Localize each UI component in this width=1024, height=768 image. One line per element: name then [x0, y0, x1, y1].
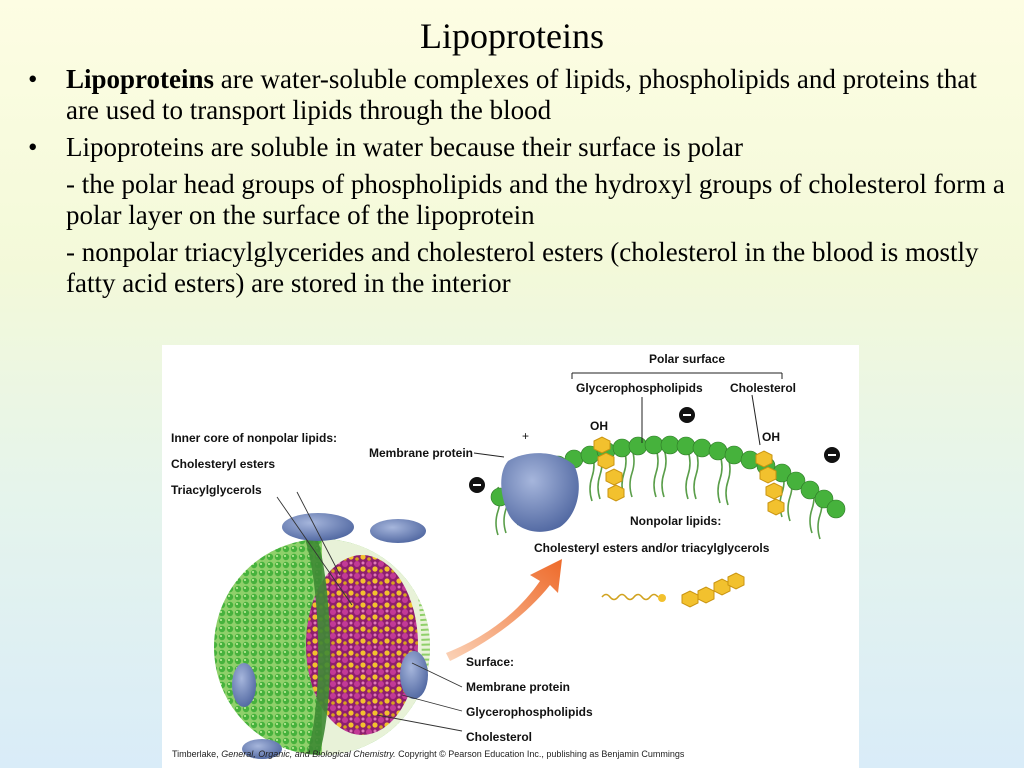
lipoprotein-figure: Polar surface Glycerophospholipids Chole…: [162, 345, 859, 768]
bullet-list: • Lipoproteins are water-soluble complex…: [26, 64, 1006, 305]
subparagraph-polar-layer: - the polar head groups of phospholipids…: [66, 169, 1005, 230]
caption-book: General, Organic, and Biological Chemist…: [221, 749, 396, 759]
bullet-definition: • Lipoproteins are water-soluble complex…: [26, 64, 1006, 126]
bullet-marker: •: [28, 64, 38, 94]
lipoprotein-sphere: [214, 513, 430, 759]
label-cholesterol-top: Cholesterol: [730, 381, 797, 395]
caption-copyright: Copyright © Pearson Education Inc., publ…: [395, 749, 685, 759]
caption-author: Timberlake,: [172, 749, 222, 759]
figure-caption: Timberlake, General, Organic, and Biolog…: [172, 749, 684, 759]
label-surface-cholesterol: Cholesterol: [466, 730, 533, 744]
label-surface-membrane-protein: Membrane protein: [466, 680, 571, 694]
bullet-marker: •: [28, 132, 38, 162]
label-nonpolar-lipids: Nonpolar lipids:: [630, 514, 722, 528]
leader-lines: [276, 491, 463, 732]
label-polar-surface: Polar surface: [649, 352, 726, 366]
charge-markers: [469, 407, 840, 493]
label-surface: Surface:: [466, 655, 515, 669]
definition-text: are water-soluble complexes of lipids, p…: [66, 64, 977, 125]
zoom-arrow: [446, 559, 562, 661]
label-glycerophospholipids-top: Glycerophospholipids: [576, 381, 703, 395]
label-plus: +: [522, 429, 530, 443]
cholesterol-molecules: [593, 436, 785, 516]
polar-surface-bracket: [473, 372, 783, 458]
label-cholesteryl-esters: Cholesteryl esters: [171, 457, 276, 471]
label-nonpolar-detail: Cholesteryl esters and/or triacylglycero…: [534, 541, 770, 555]
label-inner-core: Inner core of nonpolar lipids:: [171, 431, 338, 445]
membrane-protein-top-shape: [282, 513, 354, 541]
label-oh-left: OH: [590, 419, 608, 433]
label-oh-right: OH: [762, 430, 780, 444]
term-lipoproteins: Lipoproteins: [66, 64, 215, 94]
label-triacylglycerols: Triacylglycerols: [171, 483, 262, 497]
solubility-text: Lipoproteins are soluble in water becaus…: [66, 132, 743, 162]
membrane-protein-shape: [501, 453, 579, 532]
label-membrane-protein-top: Membrane protein: [369, 446, 474, 460]
slide-title: Lipoproteins: [420, 16, 604, 56]
cholesteryl-ester-molecule: [601, 572, 745, 608]
lipoprotein-illustration: [214, 372, 846, 759]
bullet-solubility: • Lipoproteins are soluble in water beca…: [26, 132, 1006, 163]
subparagraph-nonpolar-interior: - nonpolar triacylglycerides and cholest…: [66, 237, 979, 298]
label-surface-glycerophospholipids: Glycerophospholipids: [466, 705, 593, 719]
